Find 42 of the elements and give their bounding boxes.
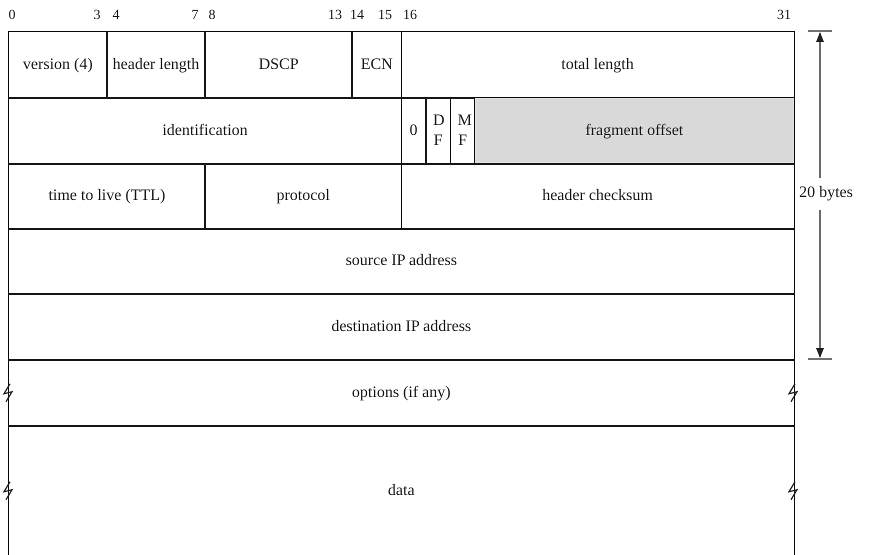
bit-number: 4 xyxy=(112,8,120,24)
field-label: options (if any) xyxy=(352,382,451,403)
header-field xyxy=(351,31,402,98)
header-field xyxy=(8,163,206,230)
header-field xyxy=(8,228,794,294)
field-label: version (4) xyxy=(22,54,93,75)
header-field xyxy=(204,31,353,98)
header-field xyxy=(204,163,402,230)
field-label: data xyxy=(388,480,415,501)
header-field xyxy=(425,97,452,164)
header-field xyxy=(8,97,402,164)
bit-number: 8 xyxy=(208,8,216,24)
field-label: fragment offset xyxy=(585,120,684,141)
field-label: header length xyxy=(112,54,200,75)
field-label: protocol xyxy=(276,186,330,206)
field-label: DSCP xyxy=(258,54,299,75)
bit-number: 15 xyxy=(378,8,392,24)
field-label: source IP address xyxy=(346,251,457,272)
field-label: identification xyxy=(162,120,248,141)
header-field xyxy=(8,359,794,426)
header-field xyxy=(400,97,427,164)
field-label: header checksum xyxy=(542,186,653,206)
field-label: 0 xyxy=(410,120,418,141)
header-field xyxy=(106,31,206,98)
bit-number: 7 xyxy=(192,8,198,24)
bit-number: 14 xyxy=(350,8,364,24)
bit-number: 16 xyxy=(403,8,417,24)
bit-number: 3 xyxy=(94,8,100,24)
field-label: destination IP address xyxy=(331,316,472,337)
header-field xyxy=(8,293,794,360)
field-label: ECN xyxy=(360,54,393,75)
field-label: total length xyxy=(561,54,634,75)
field-label: time to live (TTL) xyxy=(48,186,166,206)
bit-number: 13 xyxy=(328,8,342,24)
header-field xyxy=(8,31,108,98)
dimension-label: 20 bytes xyxy=(799,185,853,201)
header-field xyxy=(8,425,794,555)
field-label: D F xyxy=(433,110,444,151)
header-field xyxy=(400,163,794,230)
header-field xyxy=(474,97,794,164)
bit-number: 31 xyxy=(777,8,791,24)
bit-number: 0 xyxy=(8,8,16,24)
